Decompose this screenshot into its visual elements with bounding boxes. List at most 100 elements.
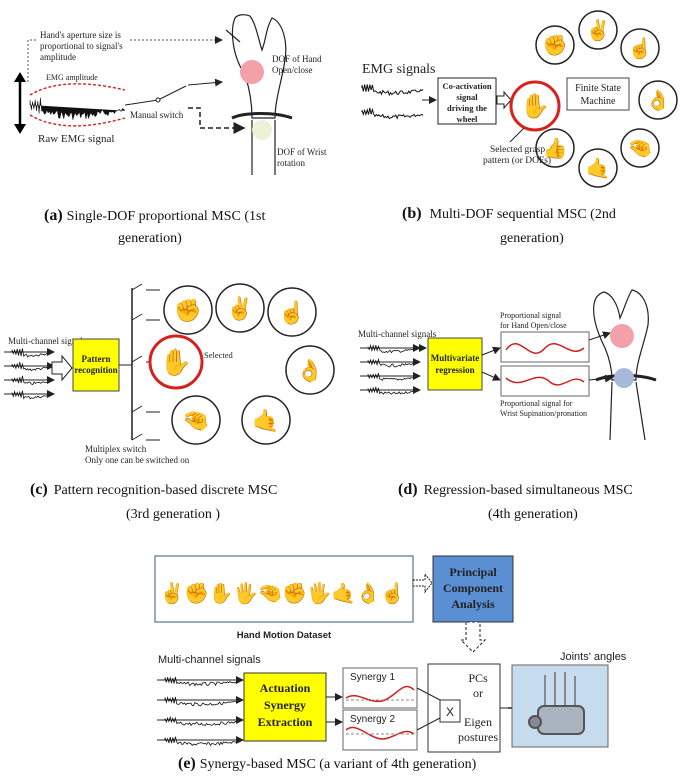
dataset-hand-icon: 🤙 xyxy=(331,582,356,605)
svg-text:pattern (or DOFs): pattern (or DOFs) xyxy=(483,155,551,166)
svg-text:Actuation: Actuation xyxy=(260,681,311,695)
svg-text:Raw EMG signal: Raw EMG signal xyxy=(38,133,114,145)
panel-e: ✌✊✋🖐🤏✊🖐🤙👌☝ Hand Motion Dataset Principal… xyxy=(154,555,627,772)
grasp-hand-icon: 🤙 xyxy=(252,408,279,433)
grasp-circle-c xyxy=(215,283,265,333)
grasp-circle xyxy=(578,148,618,188)
grasp-circle xyxy=(620,128,660,168)
svg-text:Hand's aperture size is: Hand's aperture size is xyxy=(40,30,121,40)
panel-b: EMG signals Co-activation signal driving… xyxy=(361,10,678,246)
grasp-hand-icon: 🤏 xyxy=(628,138,653,160)
svg-text:(4th generation): (4th generation) xyxy=(488,507,578,522)
grasp-hand-icon: ✌ xyxy=(586,18,611,42)
svg-text:recognition: recognition xyxy=(74,365,117,375)
svg-text:Proportional signal: Proportional signal xyxy=(500,311,562,320)
grasp-hand-icon: ✌ xyxy=(226,295,253,322)
multiplex-switches xyxy=(131,283,160,441)
svg-text:Multi-channel signals: Multi-channel signals xyxy=(358,329,437,339)
svg-text:Multi-channel signals: Multi-channel signals xyxy=(158,654,261,666)
grasp-hand-icon: 👌 xyxy=(646,89,671,112)
svg-text:Wrist Supination/pronation: Wrist Supination/pronation xyxy=(500,409,587,418)
grasp-circle-c xyxy=(241,395,291,445)
synergy-2-box xyxy=(342,709,418,751)
panel-d: Multi-channel signals Multivariate regre… xyxy=(358,289,657,522)
svg-text:(d)Regression-based simultaneo: (d)Regression-based simultaneous MSC xyxy=(398,481,633,498)
robot-hand-icon xyxy=(528,672,585,735)
svg-text:Extraction: Extraction xyxy=(258,715,313,729)
hand-illustration-d xyxy=(593,289,657,441)
svg-text:Selected grasp: Selected grasp xyxy=(490,145,545,155)
multichannel-signals-d xyxy=(360,344,427,395)
svg-text:(e)Synergy-based MSC (a varian: (e)Synergy-based MSC (a variant of 4th g… xyxy=(178,755,477,772)
wrist-dof-marker xyxy=(252,120,272,140)
grasp-circle xyxy=(535,128,575,168)
grasp-circle xyxy=(620,28,660,68)
emg-signal-1 xyxy=(361,84,424,97)
dataset-hand-icon: 🖐 xyxy=(307,581,332,606)
svg-text:Pattern: Pattern xyxy=(82,354,111,364)
hand-motion-dataset-box xyxy=(154,555,414,623)
svg-text:Only one can be switched on: Only one can be switched on xyxy=(85,455,190,465)
svg-text:Open/close: Open/close xyxy=(272,65,313,75)
svg-text:Multi-channel signals: Multi-channel signals xyxy=(8,336,87,346)
svg-text:Synergy 2: Synergy 2 xyxy=(350,714,395,725)
grasp-circle-c xyxy=(285,345,335,395)
svg-text:Multiplex switch: Multiplex switch xyxy=(85,444,147,454)
svg-text:Analysis: Analysis xyxy=(451,597,495,611)
svg-text:generation): generation) xyxy=(118,231,182,246)
grasp-hand-icon: 👍 xyxy=(543,136,568,160)
svg-text:Hand Motion Dataset: Hand Motion Dataset xyxy=(237,630,332,641)
svg-text:(a)Single-DOF proportional MSC: (a)Single-DOF proportional MSC (1st xyxy=(44,207,265,224)
grasp-hand-icon: ☝ xyxy=(628,36,653,60)
svg-text:postures: postures xyxy=(458,730,498,744)
svg-text:amplitude: amplitude xyxy=(40,52,76,62)
dataset-hand-icon: ✊ xyxy=(282,582,307,605)
svg-text:Proportional signal for: Proportional signal for xyxy=(500,399,573,408)
grasp-circle xyxy=(535,25,575,65)
panel-c: Multi-channel signals Pattern recognitio… xyxy=(4,283,335,522)
hand-marker-d xyxy=(610,324,634,348)
hand-dof-marker xyxy=(240,60,264,84)
selected-grasp-circle xyxy=(509,80,561,132)
prop-signal-wrist-box xyxy=(500,365,590,397)
grasp-hand-icon: 👌 xyxy=(296,358,323,383)
dataset-hand-icon: ✋ xyxy=(209,581,234,605)
svg-text:Eigen: Eigen xyxy=(464,715,492,729)
grasp-circle-c xyxy=(171,395,221,445)
svg-text:✋: ✋ xyxy=(520,92,550,120)
svg-text:(b)Multi-DOF sequential MSC (2: (b)Multi-DOF sequential MSC (2nd xyxy=(402,205,616,222)
svg-text:PCs: PCs xyxy=(468,671,488,685)
aperture-note: Hand's aperture size is proportional to … xyxy=(40,30,123,62)
svg-text:EMG amplitude: EMG amplitude xyxy=(46,73,98,82)
svg-text:DOF of Wrist: DOF of Wrist xyxy=(277,147,327,157)
grasp-hand-icon: ✊ xyxy=(543,34,568,57)
svg-text:Multivariate: Multivariate xyxy=(431,353,480,363)
svg-text:signal: signal xyxy=(456,92,478,102)
svg-text:driving the: driving the xyxy=(447,103,487,113)
svg-text:generation): generation) xyxy=(500,231,564,246)
multivariate-regression-box xyxy=(427,337,483,391)
svg-text:Joints' angles: Joints' angles xyxy=(560,651,627,663)
svg-text:Synergy 1: Synergy 1 xyxy=(350,672,395,683)
dataset-hand-icon: 🤏 xyxy=(258,583,283,605)
envelope-top xyxy=(29,83,126,96)
grasp-hand-icon: 🤙 xyxy=(586,157,611,180)
grasp-set: ✊✌☝👌🤏🤙 xyxy=(163,283,335,445)
svg-text:(c)Pattern recognition-based d: (c)Pattern recognition-based discrete MS… xyxy=(30,481,277,498)
svg-text:DOF of Hand: DOF of Hand xyxy=(272,54,322,64)
actuation-synergy-box xyxy=(243,672,327,742)
svg-text:rotation: rotation xyxy=(277,158,305,168)
dataset-hand-icon: ☝ xyxy=(380,581,405,605)
envelope-bottom xyxy=(29,114,126,127)
svg-text:Component: Component xyxy=(443,581,503,595)
coactivation-box xyxy=(437,77,497,125)
svg-text:Co-activation: Co-activation xyxy=(442,81,491,91)
svg-text:or: or xyxy=(473,686,483,700)
selected-grasp-c xyxy=(148,334,204,390)
dataset-hand-icon: 👌 xyxy=(356,582,381,605)
grasp-circle xyxy=(638,80,678,120)
svg-text:proportional to signal's: proportional to signal's xyxy=(40,41,123,51)
dataset-hands: ✌✊✋🖐🤏✊🖐🤙👌☝ xyxy=(160,581,405,606)
grasp-circle-c xyxy=(267,287,317,337)
